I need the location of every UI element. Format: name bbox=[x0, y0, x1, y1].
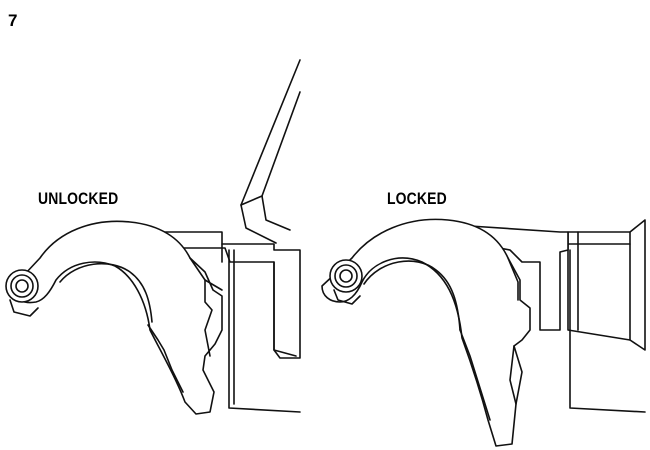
unlocked-pivot-bolt bbox=[5, 269, 39, 317]
unlocked-clamp-diagram bbox=[5, 59, 301, 415]
locked-lever-block bbox=[567, 219, 646, 351]
unlocked-label: UNLOCKED bbox=[38, 189, 119, 208]
unlocked-lever-arm bbox=[240, 59, 301, 244]
locked-clamp-diagram bbox=[321, 218, 646, 447]
step-number: 7 bbox=[8, 11, 18, 30]
unlocked-hook bbox=[9, 220, 223, 415]
locked-hook bbox=[321, 218, 531, 447]
locked-housing bbox=[469, 225, 646, 413]
locked-pivot-bolt bbox=[329, 259, 363, 305]
locked-label: LOCKED bbox=[387, 189, 447, 208]
